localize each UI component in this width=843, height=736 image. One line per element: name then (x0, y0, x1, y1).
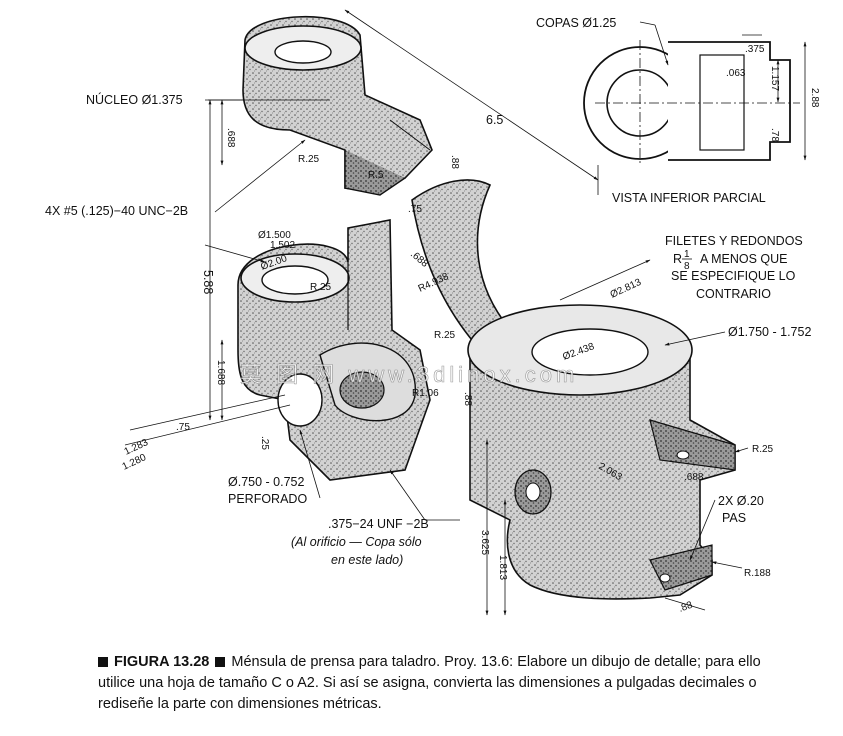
dimension-lines (124, 9, 749, 616)
partial-bottom-view (583, 34, 807, 165)
label-perforado-2: PERFORADO (228, 492, 307, 506)
dim-063: .063 (726, 68, 746, 79)
dim-r188: R.188 (744, 568, 771, 579)
upper-arm-part (242, 15, 433, 196)
watermark: 莫 图 网 www.3dlinox.com (240, 362, 578, 387)
dim-288: 2.88 (809, 88, 820, 108)
dim-1157: 1.157 (769, 66, 780, 91)
dim-1813: 1.813 (497, 555, 508, 580)
caption-text: Ménsula de prensa para taladro. Proy. 13… (98, 654, 761, 712)
label-unf-1: .375−24 UNF −2B (328, 517, 429, 531)
label-vista-inferior: VISTA INFERIOR PARCIAL (612, 191, 766, 205)
dim-25: .25 (259, 436, 270, 450)
label-filetes-line3: SE ESPECIFIQUE LO (671, 269, 796, 283)
label-perforado-1: Ø.750 - 0.752 (228, 475, 304, 489)
label-filetes-r: R (673, 252, 682, 266)
dim-688a: .688 (225, 128, 236, 148)
label-filetes-frac-den: 8 (684, 261, 690, 272)
figure-number: FIGURA 13.28 (114, 654, 210, 670)
dim-88b: .88 (462, 392, 473, 406)
dim-r25c: R.25 (434, 330, 456, 341)
dim-r106: R1.06 (412, 388, 439, 399)
right-main-part (467, 304, 736, 600)
label-tapped-holes: 4X #5 (.125)−40 UNC−2B (45, 204, 188, 218)
technical-drawing: 莫 图 网 www.3dlinox.com NÚCLEO Ø1.375 4X #… (45, 9, 820, 616)
label-filetes-line1: FILETES Y REDONDOS (665, 234, 803, 248)
callout-labels: NÚCLEO Ø1.375 4X #5 (.125)−40 UNC−2B COP… (45, 16, 811, 567)
dim-75b: .75 (408, 204, 422, 215)
label-pas-1: 2X Ø.20 (718, 494, 764, 508)
label-unf-2: (Al orificio — Copa sólo (291, 535, 422, 549)
dim-5-88: 5.88 (201, 270, 215, 294)
dim-1688: 1.688 (215, 360, 226, 385)
label-nucleo: NÚCLEO Ø1.375 (86, 92, 183, 107)
dim-78: .78 (769, 128, 780, 142)
dim-88a: .88 (449, 155, 460, 169)
label-bore-right: Ø1.750 - 1.752 (728, 325, 811, 339)
caption-bullet (215, 656, 226, 667)
dim-375: .375 (745, 44, 765, 55)
dim-r25b: R.25 (310, 282, 332, 293)
dim-688c: .688 (684, 472, 704, 483)
label-copas: COPAS Ø1.25 (536, 16, 616, 30)
dim-1280: 1.280 (121, 452, 149, 473)
label-filetes-line2: A MENOS QUE (700, 252, 788, 266)
dim-r5: R.5 (368, 170, 384, 181)
dim-3625: 3.625 (479, 530, 490, 555)
dim-75a: .75 (176, 422, 190, 433)
label-unf-3: en este lado) (331, 553, 403, 567)
dim-88c: .88 (677, 600, 694, 615)
label-filetes-frac-num: 1 (684, 249, 690, 260)
dim-1502: 1.502 (270, 240, 295, 251)
label-pas-2: PAS (722, 511, 746, 525)
dim-r25a: R.25 (298, 154, 320, 165)
dim-1500: Ø1.500 (258, 230, 291, 241)
dim-r25d: R.25 (752, 444, 774, 455)
caption-bullet (98, 656, 108, 667)
dim-6-5: 6.5 (486, 113, 503, 127)
dim-2813: Ø2.813 (609, 277, 644, 301)
left-boss-part (237, 219, 431, 481)
label-filetes-line4: CONTRARIO (696, 287, 771, 301)
